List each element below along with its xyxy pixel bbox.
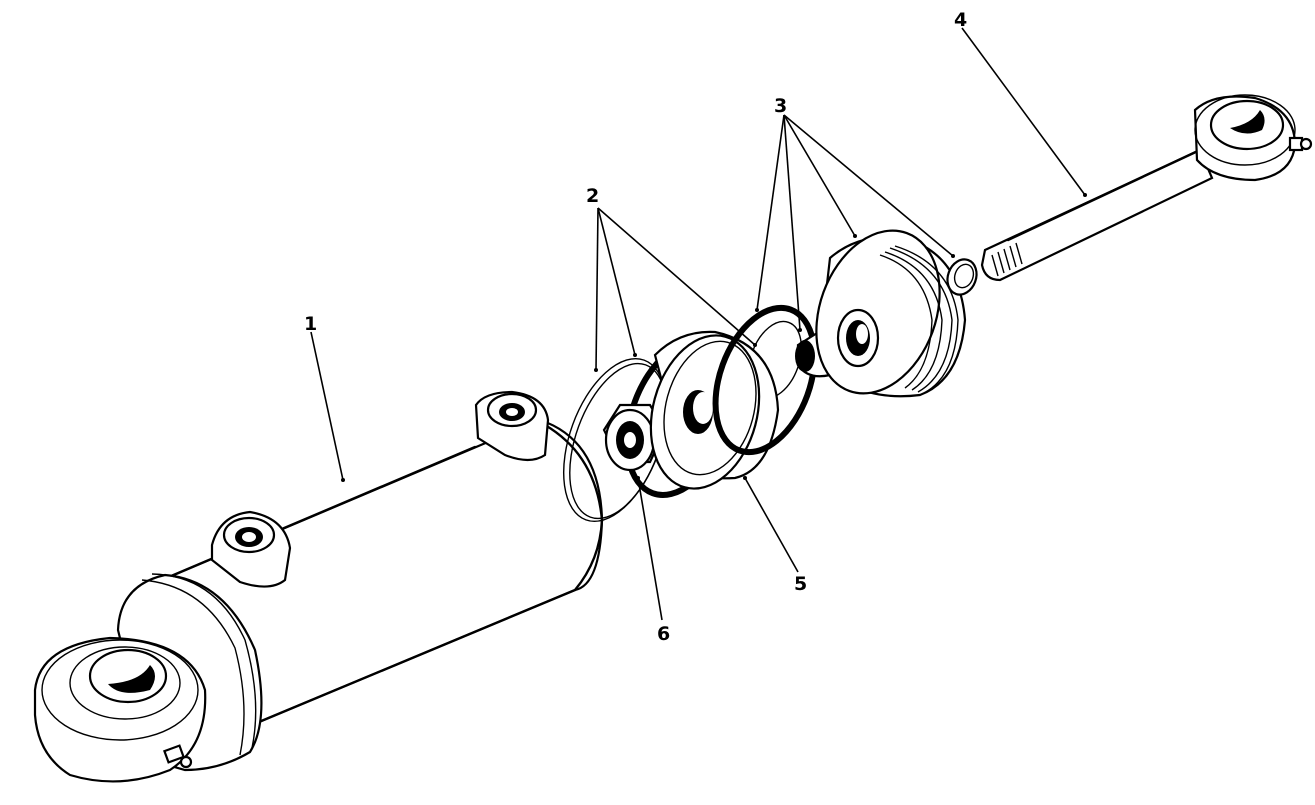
rod-gland xyxy=(712,229,978,456)
leader-3c xyxy=(783,114,856,237)
leader-3b xyxy=(783,114,801,331)
piston-rod xyxy=(980,94,1313,282)
leader-2a xyxy=(595,207,599,371)
callout-5: 5 xyxy=(794,573,807,595)
leader-3a xyxy=(756,114,785,311)
callout-3: 3 xyxy=(774,95,787,117)
callout-4: 4 xyxy=(954,9,967,31)
leader-2c xyxy=(597,207,756,346)
piston-nut xyxy=(602,403,667,472)
leader-3d xyxy=(783,114,954,257)
grease-fitting xyxy=(163,744,193,769)
callout-1: 1 xyxy=(304,313,317,335)
leader-6 xyxy=(637,477,663,621)
callout-labels: 1 2 3 4 5 6 xyxy=(304,9,967,645)
piston xyxy=(649,330,780,490)
rod-thread xyxy=(991,242,1023,277)
leader-2b xyxy=(597,207,636,356)
leader-lines xyxy=(310,27,1087,621)
callout-6: 6 xyxy=(657,623,670,645)
leader-4 xyxy=(961,27,1086,196)
callout-2: 2 xyxy=(586,185,599,207)
leader-1 xyxy=(310,331,344,481)
leader-5 xyxy=(744,477,799,573)
rod-grease-fitting xyxy=(1288,136,1313,152)
cylinder-barrel xyxy=(33,390,604,783)
